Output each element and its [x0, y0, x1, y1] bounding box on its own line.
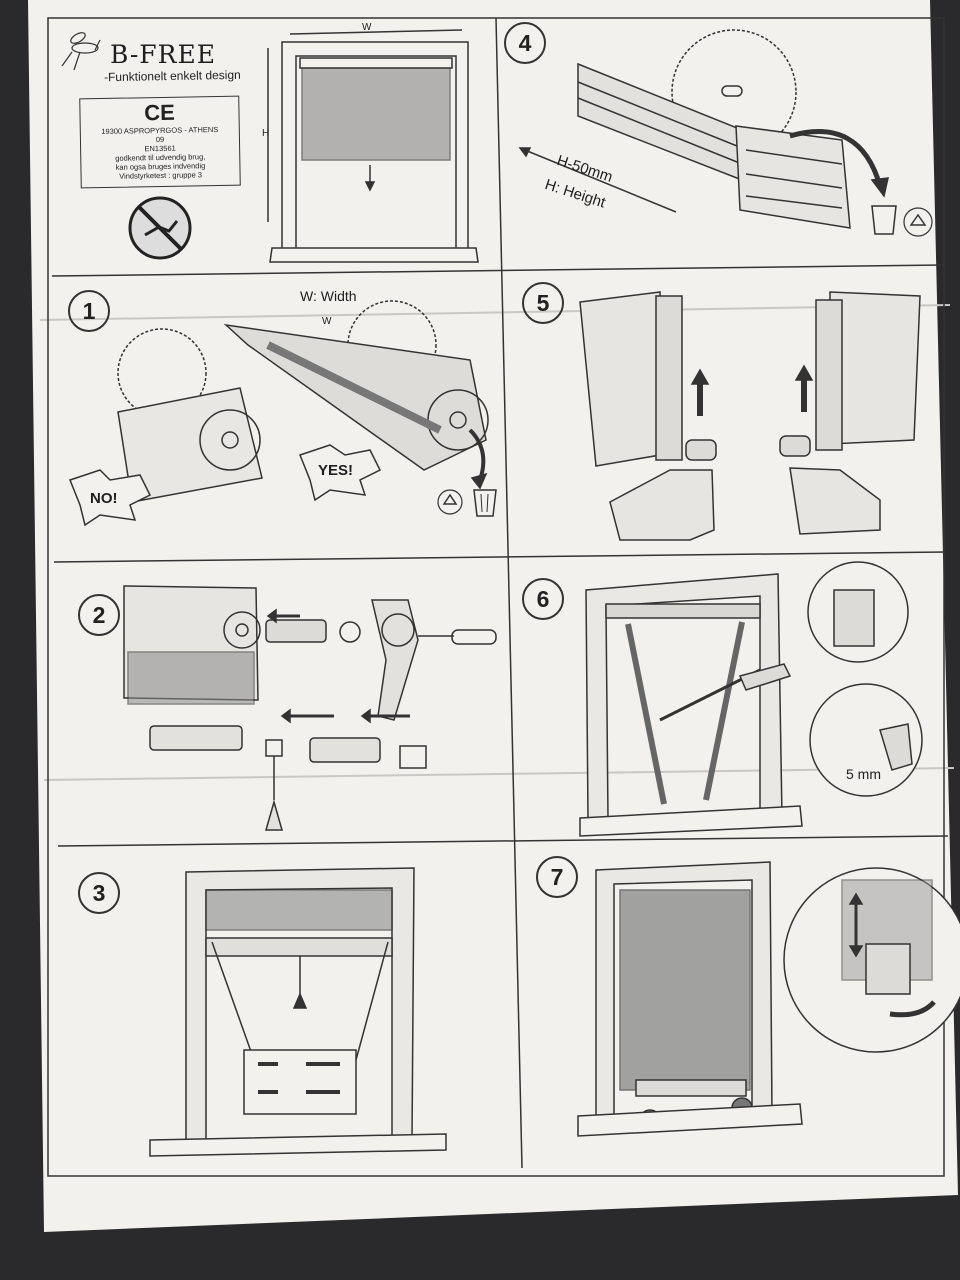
- step1-w-label: W: [322, 316, 332, 327]
- step4-illustration: [518, 29, 889, 229]
- step1-illustration: [69, 300, 489, 527]
- step-number-2: 2: [78, 594, 120, 636]
- step-number-5: 5: [522, 282, 564, 324]
- panel-divider: [53, 551, 947, 563]
- panel-divider: [57, 835, 949, 847]
- panel-divider: [51, 264, 945, 277]
- step-number-4: 4: [504, 22, 546, 64]
- brand-name: B-FREE: [110, 40, 216, 69]
- brand-tagline: -Funktionelt enkelt design: [103, 67, 241, 85]
- step5-illustration: [579, 291, 921, 541]
- ce-label: CE 19300 ASPROPYRGOS - ATHENS 09 EN13561…: [79, 95, 241, 189]
- step3-illustration: [149, 867, 447, 1157]
- step6-drill-label: 5 mm: [846, 766, 881, 782]
- ce-wind-class: Vindstyrketest : gruppe 3: [119, 170, 203, 181]
- trash-bin-icon: [473, 489, 497, 517]
- step1-no-label: NO!: [90, 490, 118, 507]
- overview-frame: [267, 29, 479, 263]
- recycle-icon: [437, 489, 463, 515]
- overview-width-label: W: [362, 22, 372, 33]
- no-insect-icon: [128, 196, 192, 260]
- drill-icon: [879, 723, 913, 771]
- ce-mark: CE: [143, 99, 175, 126]
- step1-yes-label: YES!: [318, 462, 354, 479]
- panel-divider: [495, 17, 523, 1169]
- trash-bin-icon: [871, 205, 897, 235]
- step7-illustration: [577, 861, 960, 1137]
- overview-height-label: H: [262, 128, 270, 139]
- fold-line: [39, 304, 951, 321]
- step-number-1: 1: [68, 290, 110, 332]
- step-number-3: 3: [78, 872, 120, 914]
- step-number-6: 6: [522, 578, 564, 620]
- step2-illustration: [123, 585, 497, 831]
- step6-illustration: [579, 561, 923, 837]
- recycle-icon: [903, 207, 933, 237]
- screwdriver-icon: [738, 663, 792, 691]
- step-number-7: 7: [536, 856, 578, 898]
- step1-width-label: W: Width: [300, 288, 357, 304]
- fold-line: [43, 767, 955, 781]
- mosquito-icon: [61, 32, 101, 71]
